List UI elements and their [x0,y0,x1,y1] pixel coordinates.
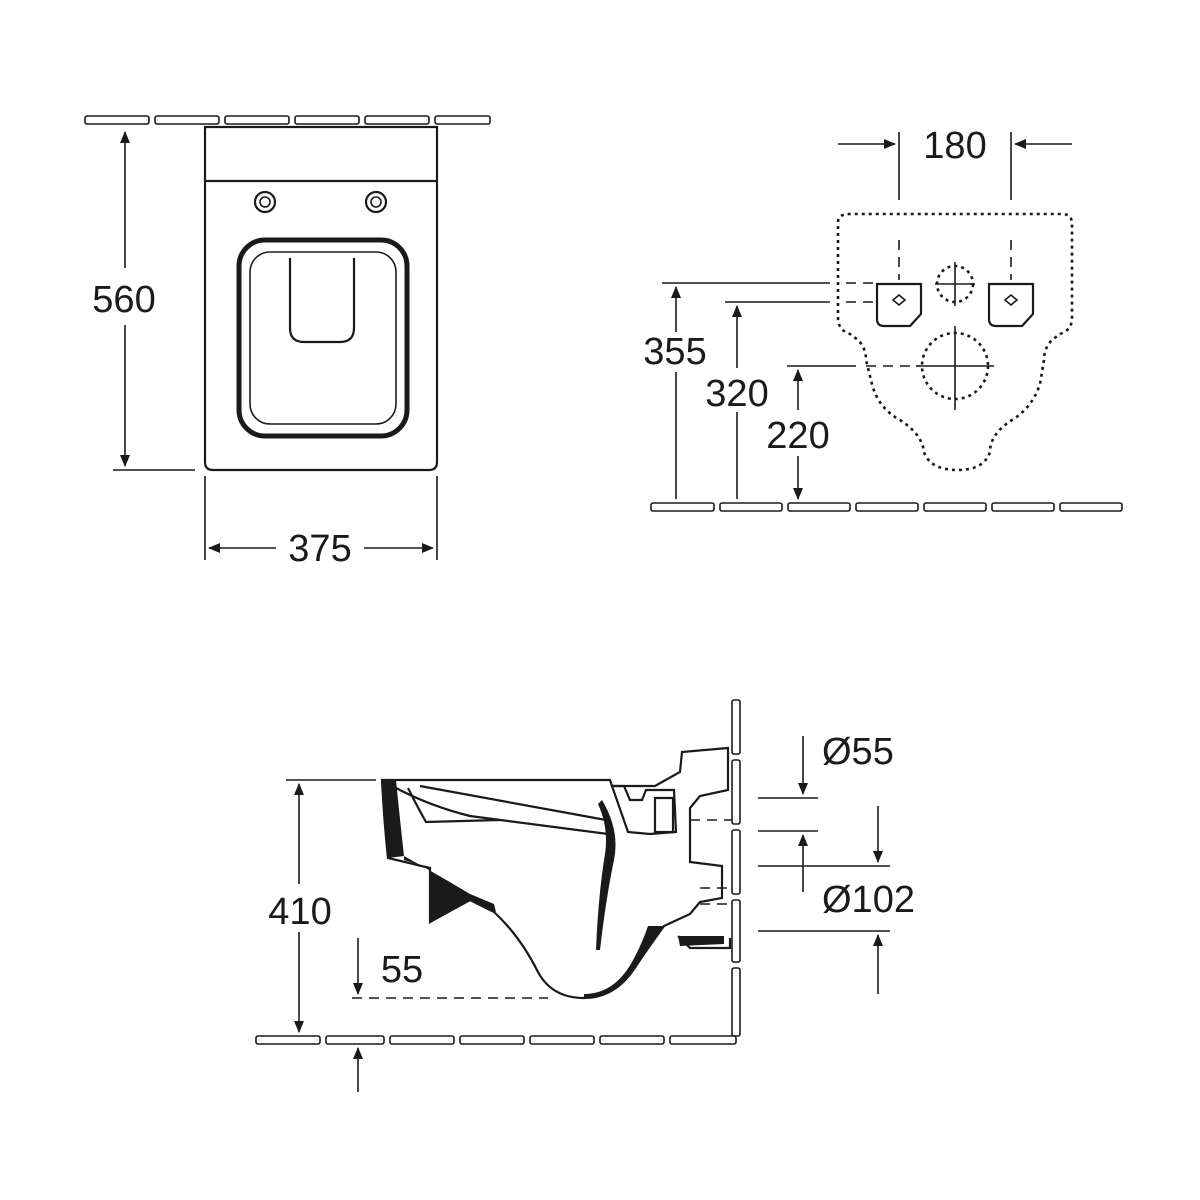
front-view: 180 355 320 220 [643,125,1123,512]
front-view-outline [836,212,1074,472]
height-upper-label: 355 [643,331,706,373]
width-label: 375 [288,528,351,570]
rim-height-label: 410 [268,891,331,933]
side-view-wall [731,699,741,1037]
outlet-diameter-dimension: Ø102 [758,806,915,994]
bolt-spacing-label: 180 [923,125,986,167]
bolt-slot-right-icon [987,282,1035,328]
height-mid-dimension: 320 [705,301,876,499]
side-view-floor [255,1035,737,1045]
outlet-opening-icon [916,326,994,410]
bolt-slot-left-icon [875,282,923,328]
height-lower-dimension: 220 [766,365,920,500]
inlet-diameter-label: Ø55 [822,731,894,773]
rim-height-dimension: 410 [268,779,376,1033]
height-upper-dimension: 355 [643,282,876,499]
depth-dimension: 560 [92,131,195,471]
inlet-diameter-dimension: Ø55 [758,731,894,892]
top-view-bowl [203,125,439,472]
floor-gap-label: 55 [381,949,423,991]
hinge-hole-right-icon [364,190,388,214]
bolt-spacing-dimension: 180 [838,125,1072,280]
width-dimension: 375 [204,476,438,570]
height-mid-label: 320 [705,373,768,415]
front-view-floor [650,502,1123,512]
side-view: 410 55 Ø55 Ø102 [255,699,915,1092]
height-lower-label: 220 [766,415,829,457]
top-view: 560 375 [84,115,491,570]
depth-label: 560 [92,279,155,321]
outlet-diameter-label: Ø102 [822,879,915,921]
hinge-hole-left-icon [253,190,277,214]
top-view-wall [84,115,491,125]
floor-gap-dimension: 55 [353,938,423,1092]
inlet-opening-icon [935,262,975,306]
